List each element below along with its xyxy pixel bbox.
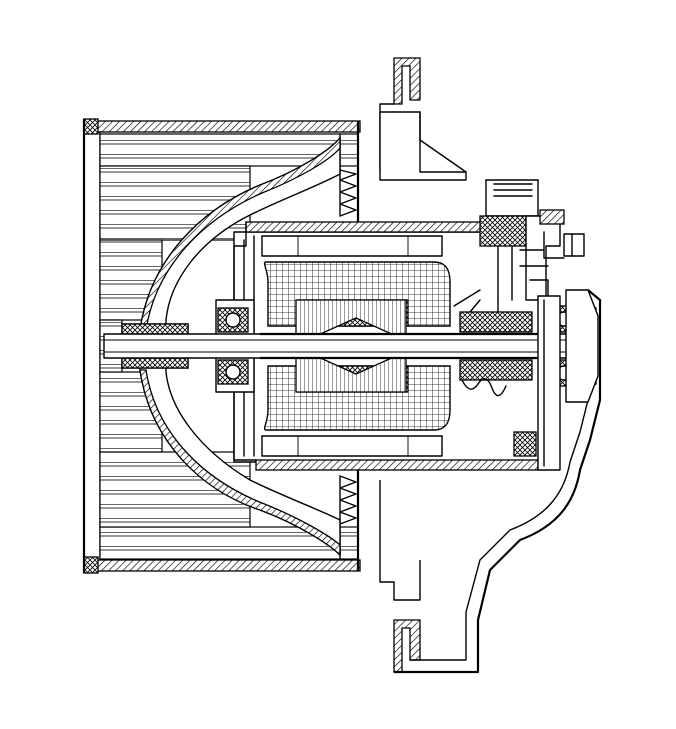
- connector-terminal: [519, 231, 599, 471]
- mounting-flange: [379, 57, 467, 673]
- bearing-front: [217, 307, 249, 385]
- commutator: [459, 311, 533, 397]
- rotor-core: [295, 299, 407, 393]
- volute-bracket: [394, 289, 602, 674]
- brush-holder: [453, 179, 565, 457]
- motor-shaft: [103, 332, 589, 360]
